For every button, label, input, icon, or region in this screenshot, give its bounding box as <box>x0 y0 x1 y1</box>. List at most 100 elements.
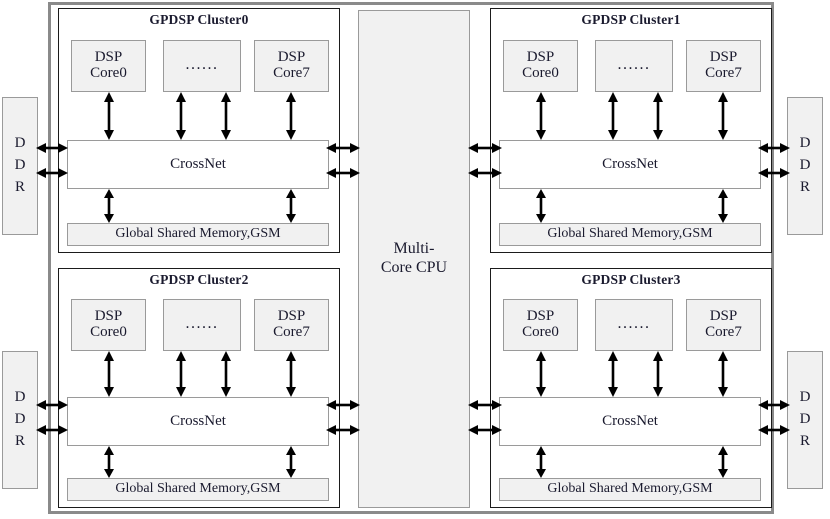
cpu-label-line1: Multi- <box>393 240 435 258</box>
gpdsp-cluster2: GPDSP Cluster2 DSP Core0 ...... DSP Core… <box>58 268 340 508</box>
cluster0-core7-line2: Core7 <box>273 65 310 81</box>
multi-core-cpu-block: Multi- Core CPU <box>358 10 470 508</box>
cluster1-gsm-label: Global Shared Memory,GSM <box>547 226 713 242</box>
cluster1-arrow-crossnet-gsm-right <box>718 189 728 223</box>
cluster0-arrow-ellipsis-left-crossnet <box>176 92 186 140</box>
cluster2-arrow-crossnet-gsm-right <box>286 446 296 478</box>
cluster3-dsp-core0: DSP Core0 <box>503 299 578 351</box>
cluster1-dsp-core-ellipsis: ...... <box>595 40 673 92</box>
link-cpu-crossnet1-a <box>468 143 502 153</box>
cluster3-core0-line1: DSP <box>526 308 555 325</box>
link-ddr-left-top-crossnet0-a <box>36 143 68 153</box>
cluster3-dsp-core-ellipsis: ...... <box>595 299 673 351</box>
cluster2-title: GPDSP Cluster2 <box>149 272 249 287</box>
ddr-right-top-l3: R <box>799 178 810 195</box>
cluster3-ellipsis-label: ...... <box>617 314 651 332</box>
cluster3-arrow-ellipsis-left-crossnet <box>608 351 618 397</box>
cluster3-core7-line2: Core7 <box>705 324 742 340</box>
ddr-left-top-l1: D <box>14 135 26 152</box>
cpu-label-line2: Core CPU <box>380 259 448 276</box>
cluster3-core0-line2: Core0 <box>522 324 559 340</box>
gpdsp-cluster3: GPDSP Cluster3 DSP Core0 ...... DSP Core… <box>490 268 772 508</box>
cluster0-arrow-core7-crossnet <box>286 92 296 140</box>
link-crossnet0-cpu-b <box>326 168 360 178</box>
link-crossnet0-cpu-a <box>326 143 360 153</box>
cluster1-title: GPDSP Cluster1 <box>581 12 681 27</box>
link-crossnet2-cpu-a <box>326 400 360 410</box>
ddr-right-top-l1: D <box>799 135 811 152</box>
cluster3-arrow-ellipsis-right-crossnet <box>653 351 663 397</box>
cluster3-crossnet: CrossNet <box>499 397 761 446</box>
cluster1-core7-line2: Core7 <box>705 65 742 81</box>
cluster3-core7-line1: DSP <box>709 308 738 325</box>
link-ddr-left-top-crossnet0-b <box>36 168 68 178</box>
ddr-left-top-l3: R <box>14 178 25 195</box>
link-cpu-crossnet3-a <box>468 400 502 410</box>
cluster2-dsp-core-ellipsis: ...... <box>163 299 241 351</box>
cluster2-arrow-crossnet-gsm-left <box>104 446 114 478</box>
link-ddr-left-bottom-crossnet2-a <box>36 400 68 410</box>
link-crossnet1-ddr-right-top-a <box>758 143 790 153</box>
cluster0-arrow-crossnet-gsm-left <box>104 189 114 223</box>
cluster0-core0-line2: Core0 <box>90 65 127 81</box>
ddr-right-bottom-l1: D <box>799 389 811 406</box>
cluster3-gsm-label: Global Shared Memory,GSM <box>547 481 713 497</box>
cluster0-arrow-core0-crossnet <box>104 92 114 140</box>
cluster2-dsp-core7: DSP Core7 <box>254 299 329 351</box>
chip-outer-frame <box>48 2 774 514</box>
ddr-left-bottom-l2: D <box>14 411 26 428</box>
cluster3-dsp-core7: DSP Core7 <box>686 299 761 351</box>
ddr-left-top-l2: D <box>14 157 26 174</box>
cluster0-core7-line1: DSP <box>277 49 306 66</box>
cluster3-crossnet-label: CrossNet <box>602 413 658 429</box>
cluster1-arrow-core0-crossnet <box>536 92 546 140</box>
cluster2-core7-line2: Core7 <box>273 324 310 340</box>
cluster2-arrow-core0-crossnet <box>104 351 114 397</box>
ddr-right-top-l2: D <box>799 157 811 174</box>
cluster2-gsm-label: Global Shared Memory,GSM <box>115 481 281 497</box>
cluster0-gsm-label: Global Shared Memory,GSM <box>115 226 281 242</box>
link-cpu-crossnet3-b <box>468 425 502 435</box>
ddr-left-bottom-l3: R <box>14 432 25 449</box>
cluster0-crossnet: CrossNet <box>67 140 329 189</box>
cluster0-dsp-core0: DSP Core0 <box>71 40 146 92</box>
gpdsp-cluster0: GPDSP Cluster0 DSP Core0 ...... DSP Core… <box>58 8 340 253</box>
link-crossnet3-ddr-right-bottom-b <box>758 425 790 435</box>
cluster0-dsp-core-ellipsis: ...... <box>163 40 241 92</box>
link-cpu-crossnet1-b <box>468 168 502 178</box>
cluster3-arrow-crossnet-gsm-right <box>718 446 728 478</box>
cluster0-ellipsis-label: ...... <box>185 55 219 73</box>
cluster3-arrow-core0-crossnet <box>536 351 546 397</box>
cluster0-title: GPDSP Cluster0 <box>149 12 249 27</box>
cluster0-gsm: Global Shared Memory,GSM <box>67 223 329 246</box>
link-crossnet3-ddr-right-bottom-a <box>758 400 790 410</box>
cluster2-core0-line2: Core0 <box>90 324 127 340</box>
cluster1-core7-line1: DSP <box>709 49 738 66</box>
link-crossnet2-cpu-b <box>326 425 360 435</box>
cluster2-dsp-core0: DSP Core0 <box>71 299 146 351</box>
ddr-right-top: D D R <box>787 97 823 235</box>
cluster3-title: GPDSP Cluster3 <box>581 272 681 287</box>
cluster2-gsm: Global Shared Memory,GSM <box>67 478 329 501</box>
cluster1-crossnet-label: CrossNet <box>602 156 658 172</box>
cluster1-arrow-ellipsis-right-crossnet <box>653 92 663 140</box>
link-crossnet1-ddr-right-top-b <box>758 168 790 178</box>
cluster1-arrow-ellipsis-left-crossnet <box>608 92 618 140</box>
cluster0-arrow-crossnet-gsm-right <box>286 189 296 223</box>
cluster2-ellipsis-label: ...... <box>185 314 219 332</box>
gpdsp-cluster1: GPDSP Cluster1 DSP Core0 ...... DSP Core… <box>490 8 772 253</box>
cluster0-core0-line1: DSP <box>94 49 123 66</box>
link-ddr-left-bottom-crossnet2-b <box>36 425 68 435</box>
cluster3-arrow-core7-crossnet <box>718 351 728 397</box>
cluster3-arrow-crossnet-gsm-left <box>536 446 546 478</box>
cluster0-dsp-core7: DSP Core7 <box>254 40 329 92</box>
cluster1-dsp-core7: DSP Core7 <box>686 40 761 92</box>
cluster1-arrow-crossnet-gsm-left <box>536 189 546 223</box>
cluster1-crossnet: CrossNet <box>499 140 761 189</box>
cluster1-core0-line2: Core0 <box>522 65 559 81</box>
cluster2-arrow-core7-crossnet <box>286 351 296 397</box>
cluster1-arrow-core7-crossnet <box>718 92 728 140</box>
cluster1-ellipsis-label: ...... <box>617 55 651 73</box>
cluster2-arrow-ellipsis-left-crossnet <box>176 351 186 397</box>
cluster2-core7-line1: DSP <box>277 308 306 325</box>
